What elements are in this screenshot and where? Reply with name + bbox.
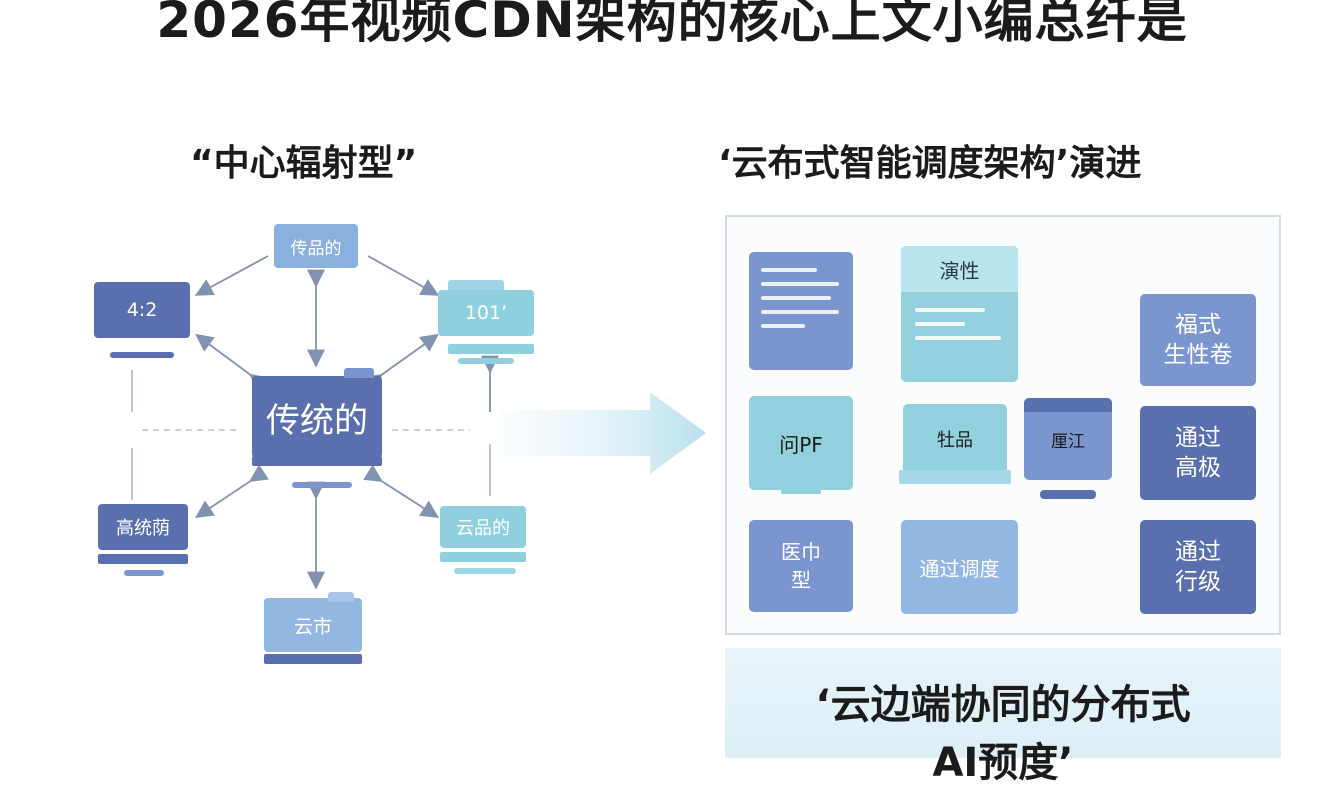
card-out-bot[interactable]: 通过 行级 xyxy=(1140,520,1256,614)
banner-line-1: ‘云边端协同的分布式 xyxy=(815,682,1191,728)
card-bot-mid-label: 通过调度 xyxy=(919,556,1000,581)
card-hub[interactable]: 厘江 xyxy=(1024,398,1112,499)
card-bot-left[interactable]: 医巾 型 xyxy=(749,520,853,612)
card-mid-mid-label: 牡品 xyxy=(937,430,973,451)
card-mid-left[interactable]: 问PF xyxy=(749,396,853,494)
card-out-mid-label: 通过 高极 xyxy=(1175,425,1221,481)
node-top-right-label: 101’ xyxy=(464,302,508,324)
node-top-right[interactable]: 101’ xyxy=(438,280,534,364)
node-top[interactable]: 传品的 xyxy=(274,224,358,268)
node-top-left[interactable]: 4:2 xyxy=(94,282,190,358)
node-bottom-left[interactable]: 高统荫 xyxy=(98,504,188,576)
node-bottom-left-label: 高统荫 xyxy=(116,518,170,539)
left-heading: “中心辐射型” xyxy=(190,143,418,184)
page-title: 2026年视频CDN架构的核心上文小编总纤是 xyxy=(156,0,1188,49)
doc-card[interactable] xyxy=(749,252,853,370)
node-bottom-label: 云市 xyxy=(293,615,332,638)
card-mid-mid[interactable]: 牡品 xyxy=(899,404,1011,484)
connector-layer xyxy=(131,255,1160,612)
right-heading: ‘云布式智能调度架构’演进 xyxy=(718,143,1142,184)
card-out-bot-label: 通过 行级 xyxy=(1175,539,1221,595)
node-bottom-right-label: 云品的 xyxy=(456,518,510,539)
node-center-label: 传统的 xyxy=(266,400,368,441)
card-out-mid[interactable]: 通过 高极 xyxy=(1140,406,1256,500)
node-bottom[interactable]: 云市 xyxy=(264,592,362,664)
card-hub-label: 厘江 xyxy=(1051,431,1085,452)
node-top-label: 传品的 xyxy=(290,238,342,259)
hub-connectors xyxy=(131,255,499,590)
card-mid-left-label: 问PF xyxy=(779,432,823,457)
card-top-mid-label: 演性 xyxy=(939,258,980,283)
card-out-top[interactable]: 福式 生性卷 xyxy=(1140,294,1256,386)
summary-banner: ‘云边端协同的分布式 AI预度’ xyxy=(725,648,1281,786)
card-top-mid[interactable]: 演性 xyxy=(901,246,1018,382)
node-bottom-right[interactable]: 云品的 xyxy=(440,506,526,574)
transition-arrow xyxy=(500,392,706,474)
banner-line-2: AI预度’ xyxy=(932,740,1074,786)
node-top-left-label: 4:2 xyxy=(126,299,158,321)
card-out-top-label: 福式 生性卷 xyxy=(1163,312,1233,368)
card-bot-mid[interactable]: 通过调度 xyxy=(901,520,1018,614)
card-bot-left-label: 医巾 型 xyxy=(781,540,821,592)
node-center[interactable]: 传统的 xyxy=(252,368,382,488)
